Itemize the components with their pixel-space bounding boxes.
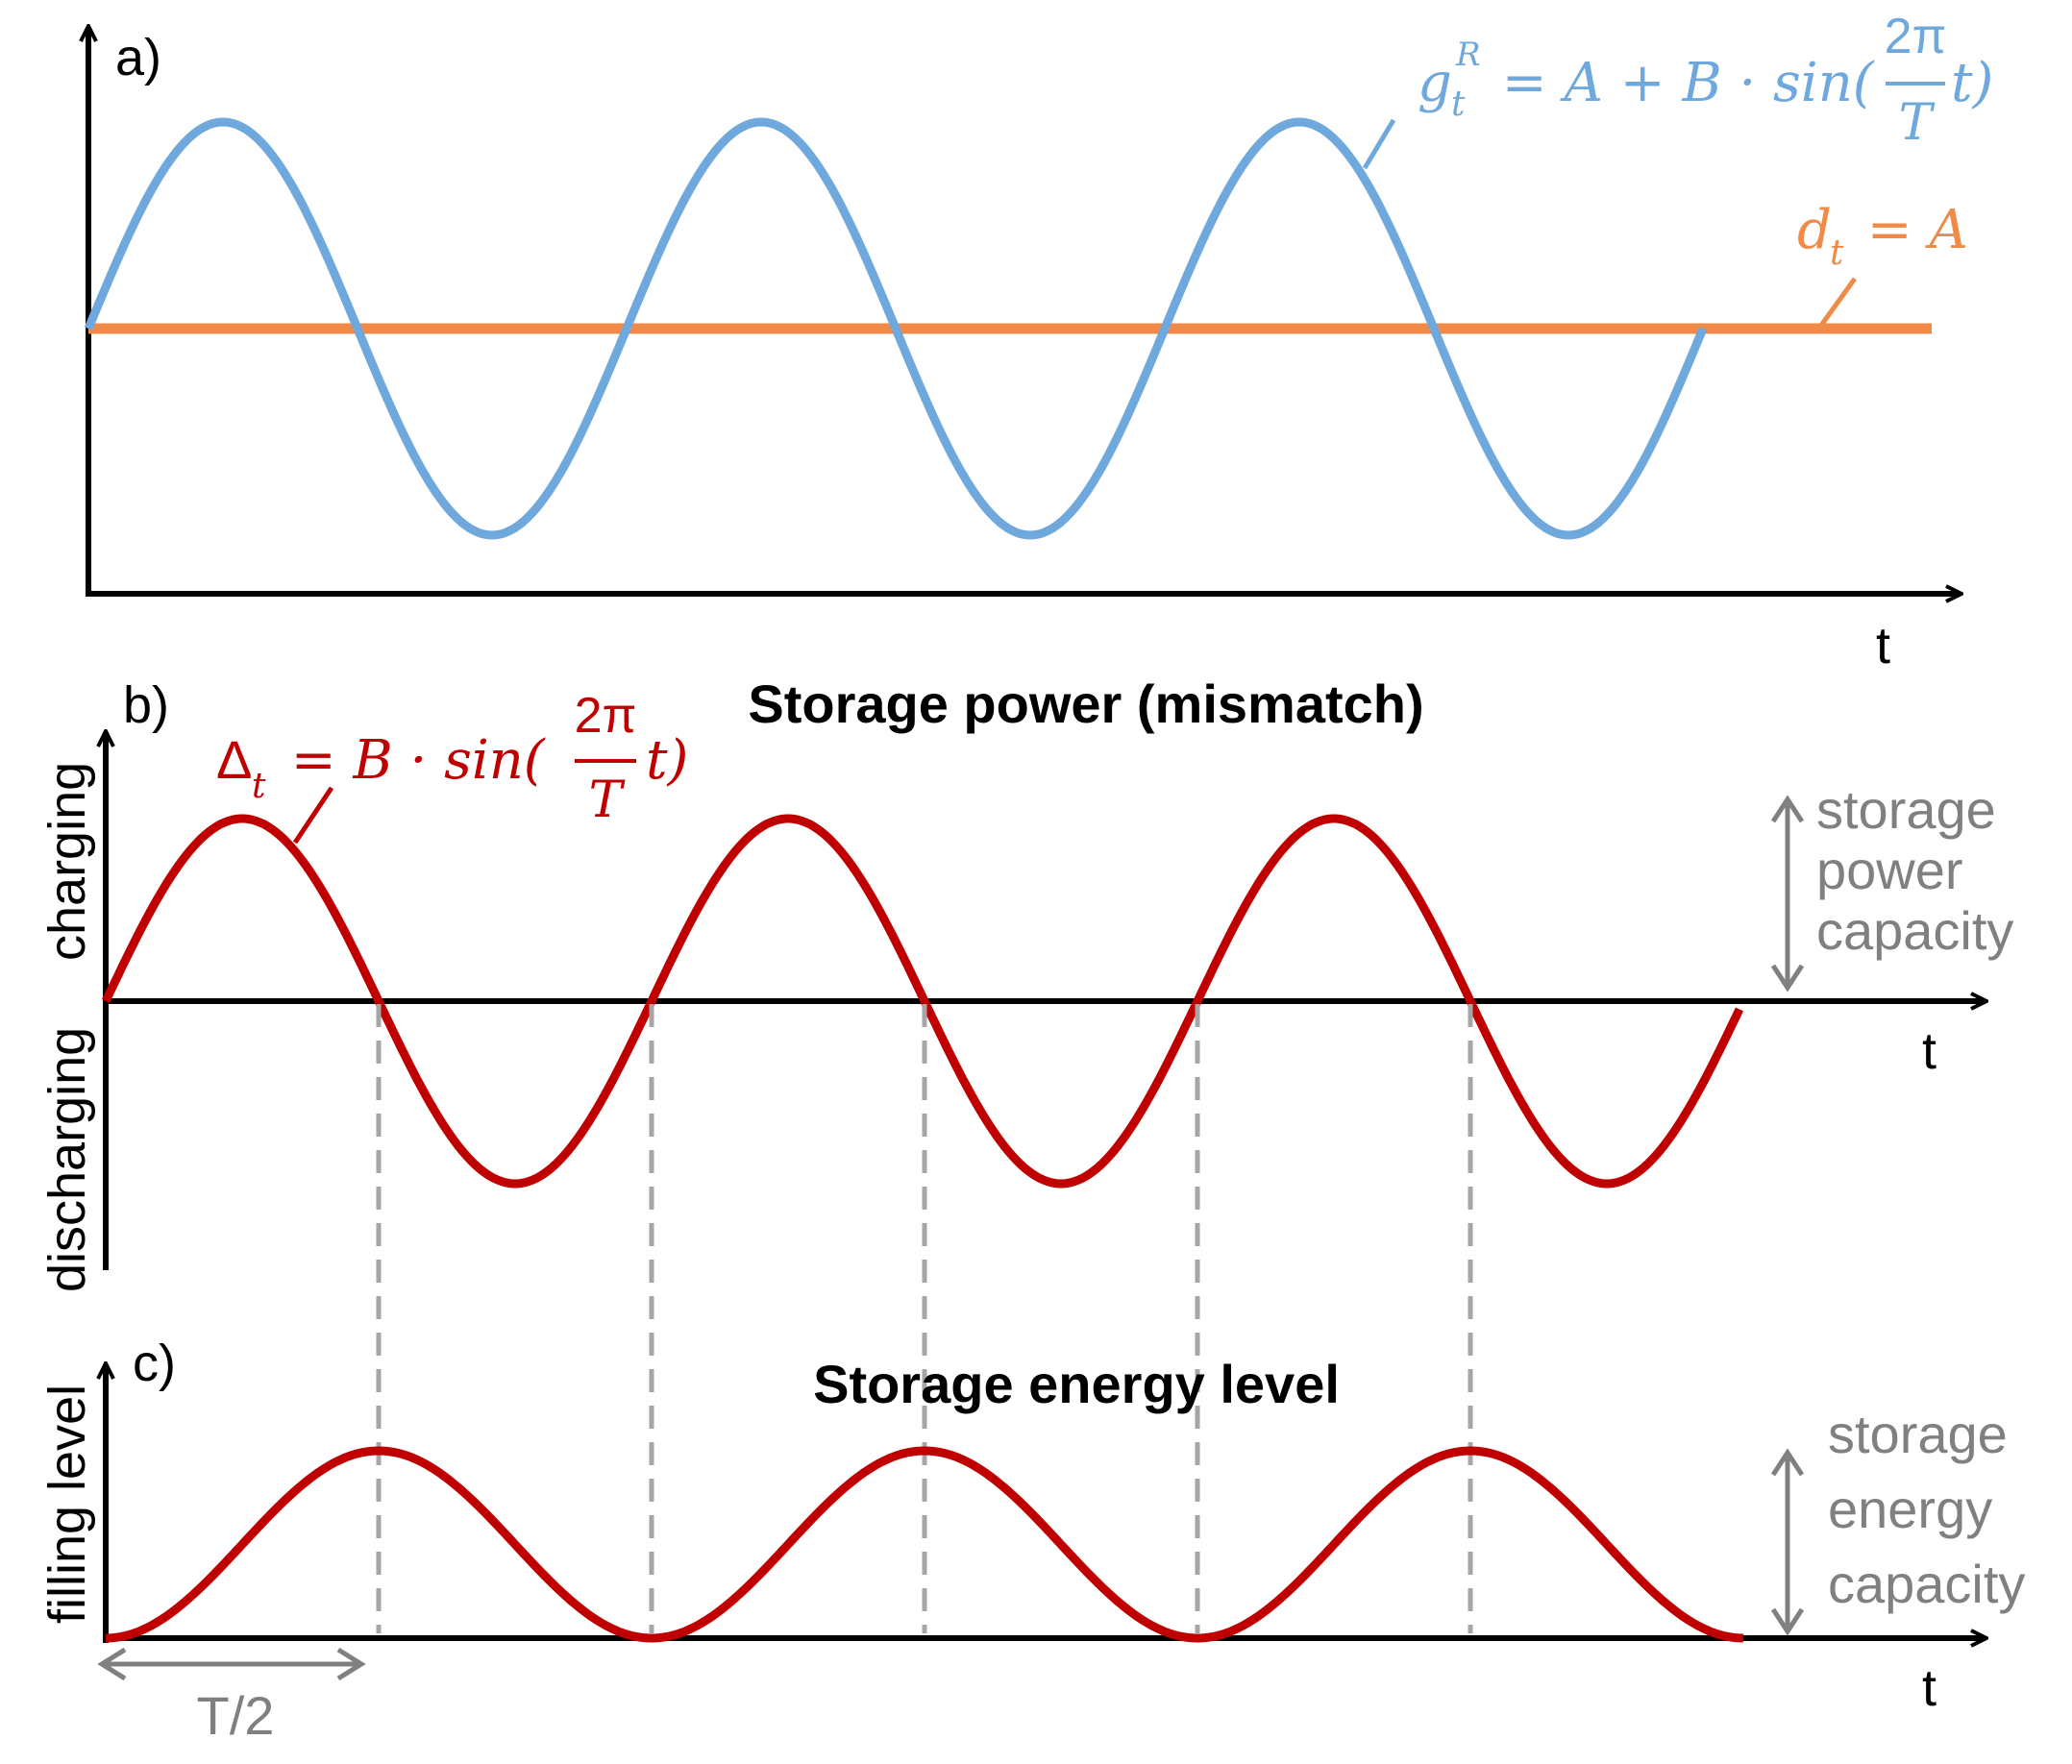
power-capacity-label: storage power capacity: [1816, 779, 2013, 961]
gen-eq-sub: t: [1451, 85, 1466, 124]
panel-c-label: c): [133, 1335, 176, 1392]
charging-label: charging: [38, 762, 96, 961]
panel-c-title: Storage energy level: [813, 1354, 1340, 1414]
gen-eq-sup: R: [1455, 36, 1481, 74]
gen-eq-num: 2π: [1885, 9, 1947, 64]
generation-leader-line: [1362, 118, 1396, 170]
power-capacity-line-1: storage: [1816, 779, 1996, 840]
demand-equation: d t = A: [1797, 199, 1968, 273]
mm-eq-end: t): [646, 729, 688, 792]
panel-a-label: a): [115, 29, 161, 86]
demand-leader-line: [1817, 277, 1858, 329]
panel-b: b) Storage power (mismatch) t charging d…: [38, 674, 2013, 1292]
mismatch-equation: Δ t = B · sin( 2π T t): [216, 688, 688, 829]
mm-eq-lhs: Δ: [216, 729, 252, 790]
gen-eq-den: T: [1899, 94, 1936, 152]
panel-c: c) Storage energy level t filling level …: [38, 1335, 2025, 1746]
gen-eq-end: t): [1951, 52, 1993, 114]
panel-c-t-label: t: [1922, 1659, 1936, 1717]
energy-capacity-line-1: storage: [1828, 1404, 2008, 1464]
panel-b-title: Storage power (mismatch): [748, 674, 1423, 734]
energy-capacity-line-2: energy: [1828, 1479, 1992, 1539]
power-capacity-arrow: [1770, 795, 1805, 992]
half-period-arrow: [97, 1647, 366, 1681]
dem-eq-rest: = A: [1850, 199, 1968, 261]
panel-b-t-label: t: [1922, 1022, 1936, 1080]
mm-eq-mid: = B · sin(: [274, 729, 546, 792]
mismatch-curve: [101, 814, 1744, 1188]
generation-equation: g R t = A + B · sin( 2π T t): [1418, 9, 1993, 152]
gen-eq-lhs: g: [1418, 52, 1452, 114]
energy-capacity-arrow: [1770, 1448, 1805, 1636]
power-capacity-line-3: capacity: [1816, 900, 2013, 961]
mismatch-leader-line: [292, 786, 334, 845]
panel-a: a) t g R t = A + B · sin( 2π T t) d t = …: [86, 9, 1993, 674]
mm-eq-sub: t: [252, 767, 266, 806]
discharging-label: discharging: [38, 1027, 96, 1292]
energy-capacity-label: storage energy capacity: [1828, 1404, 2025, 1614]
dem-eq-lhs: d: [1797, 199, 1832, 261]
energy-level-curve: [105, 1446, 1744, 1643]
panel-a-t-label: t: [1876, 617, 1890, 674]
power-capacity-line-2: power: [1816, 840, 1963, 900]
energy-capacity-line-3: capacity: [1828, 1554, 2025, 1614]
generation-curve: [84, 117, 1708, 540]
mm-eq-num: 2π: [575, 688, 637, 744]
half-period-guides: [376, 1004, 1473, 1633]
panel-b-label: b): [123, 676, 169, 734]
gen-eq-mid: = A + B · sin(: [1485, 52, 1875, 114]
half-period-label: T/2: [197, 1685, 275, 1746]
mm-eq-den: T: [589, 772, 626, 829]
dem-eq-sub: t: [1830, 233, 1844, 273]
filling-level-label: filling level: [38, 1384, 96, 1624]
